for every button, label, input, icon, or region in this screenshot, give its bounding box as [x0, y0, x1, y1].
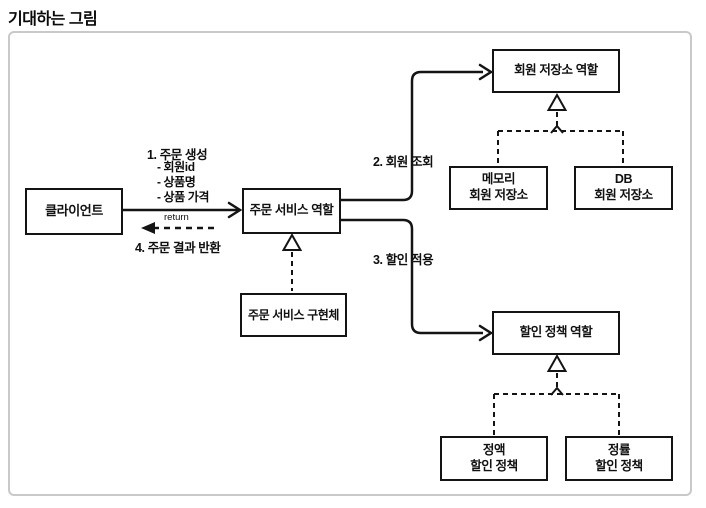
arrowhead-left-icon	[141, 222, 155, 234]
caret-up-icon	[550, 386, 564, 396]
arrowhead-right-icon	[478, 63, 494, 81]
realization-discount-policies	[493, 353, 620, 435]
node-discount-policy-role: 할인 정책 역할	[492, 311, 620, 355]
arrow-order-create	[123, 201, 243, 219]
edge-label-order-create: 1. 주문 생성	[147, 148, 208, 162]
node-rate-discount-policy: 정률 할인 정책	[565, 436, 673, 481]
arrow-return	[141, 222, 214, 234]
node-member-repo-role: 회원 저장소 역할	[492, 49, 620, 93]
diagram-frame	[8, 31, 692, 496]
node-order-service-impl: 주문 서비스 구현체	[240, 293, 347, 337]
edge-label-return: return	[164, 212, 189, 223]
hollow-triangle-icon	[546, 92, 568, 111]
hollow-triangle-icon	[281, 232, 303, 251]
node-fixed-discount-policy: 정액 할인 정책	[440, 436, 548, 481]
edge-label-order-params: - 회원id - 상품명 - 상품 가격	[157, 160, 210, 204]
node-db-member-repo: DB 회원 저장소	[574, 166, 673, 210]
arrow-member-lookup	[341, 63, 494, 202]
hollow-triangle-icon	[546, 353, 568, 372]
node-client: 클라이언트	[25, 188, 123, 235]
node-memory-member-repo: 메모리 회원 저장소	[449, 166, 548, 210]
edge-label-member-lookup: 2. 회원 조회	[373, 155, 434, 169]
arrowhead-right-icon	[478, 324, 494, 342]
edge-label-order-result: 4. 주문 결과 반환	[135, 241, 221, 255]
arrow-discount-apply	[341, 218, 494, 342]
realization-order-impl	[281, 232, 303, 291]
page-title: 기대하는 그림	[8, 11, 98, 28]
arrowhead-right-icon	[227, 201, 243, 219]
node-order-service-role: 주문 서비스 역할	[242, 188, 341, 234]
realization-member-repos	[497, 92, 624, 165]
edge-label-discount-apply: 3. 할인 적용	[373, 253, 434, 267]
